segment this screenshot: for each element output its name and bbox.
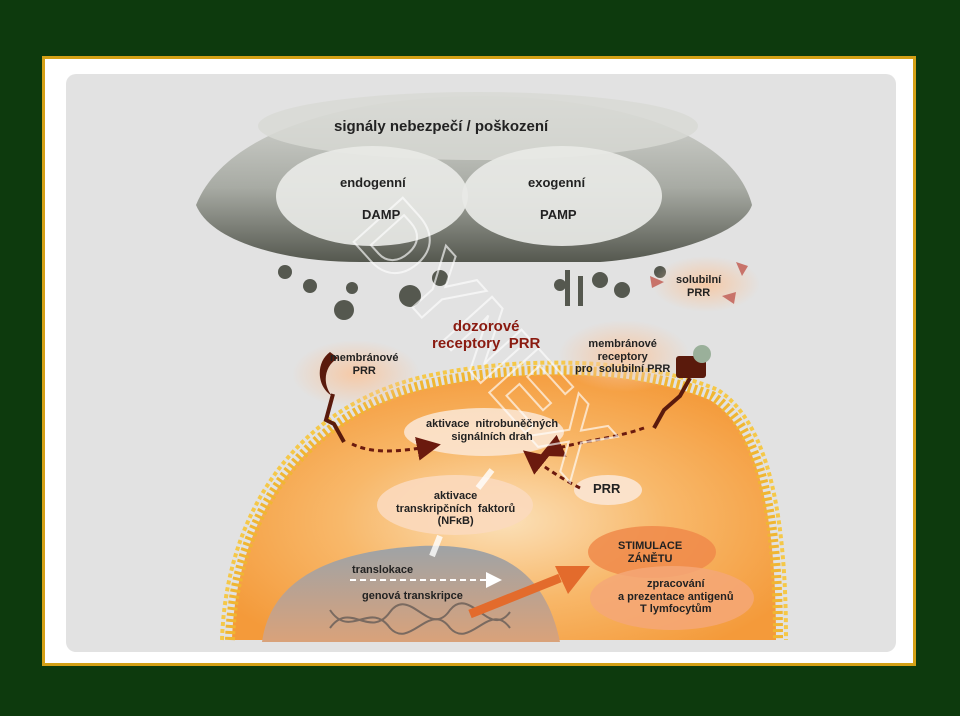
- exogenous-circle: [462, 146, 662, 246]
- damp-label: DAMP: [362, 207, 401, 222]
- translocation-label: translokace: [352, 564, 414, 576]
- sentinel-receptors-label: dozorové receptory PRR: [432, 318, 541, 353]
- stimulation-label: STIMULACE ZÁNĚTU: [618, 540, 683, 565]
- activation-pathways-label: aktivace nitrobuněčných signálních drah: [426, 418, 559, 443]
- endogenous-circle: [276, 146, 468, 246]
- membrane-prr-label: membránové PRR: [330, 352, 399, 377]
- title-label: signály nebezpečí / poškození: [334, 118, 549, 135]
- membrane-receptors-soluble-label: membránové receptory pro solubilní PRR: [575, 338, 671, 376]
- soluble-prr-label: solubilní PRR: [676, 274, 722, 299]
- gene-transcription-label: genová transkripce: [362, 590, 463, 602]
- prr-label: PRR: [593, 481, 621, 496]
- cell-membrane: [225, 365, 783, 641]
- activation-factors-label: aktivace transkripčních faktorů (NFκB): [396, 490, 516, 528]
- membrane-prr-receptor: [319, 352, 338, 396]
- exogenous-label: exogenní: [528, 175, 586, 190]
- pamp-label: PAMP: [540, 207, 577, 222]
- antigen-processing-label: zpracování a prezentace antigenů T lymfo…: [618, 578, 734, 616]
- endogenous-label: endogenní: [340, 175, 406, 190]
